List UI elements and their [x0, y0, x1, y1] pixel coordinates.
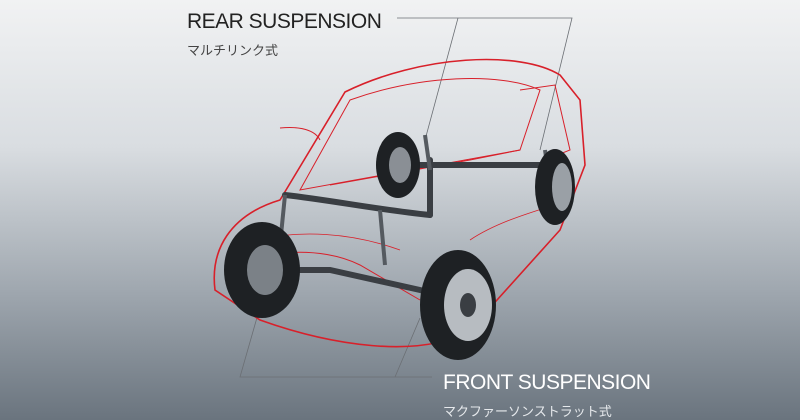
rear-suspension-title: REAR SUSPENSION: [187, 10, 382, 33]
wheels: [224, 132, 575, 360]
leader-lines: [239, 17, 573, 378]
front-suspension-title: FRONT SUSPENSION: [443, 371, 651, 394]
rear-suspension-subtitle: マルチリンク式: [187, 43, 279, 58]
rear-suspension-label: REAR SUSPENSION マルチリンク式: [187, 10, 382, 59]
front-suspension-label: FRONT SUSPENSION マクファーソンストラット式: [443, 371, 651, 420]
front-suspension-subtitle: マクファーソンストラット式: [443, 404, 612, 419]
